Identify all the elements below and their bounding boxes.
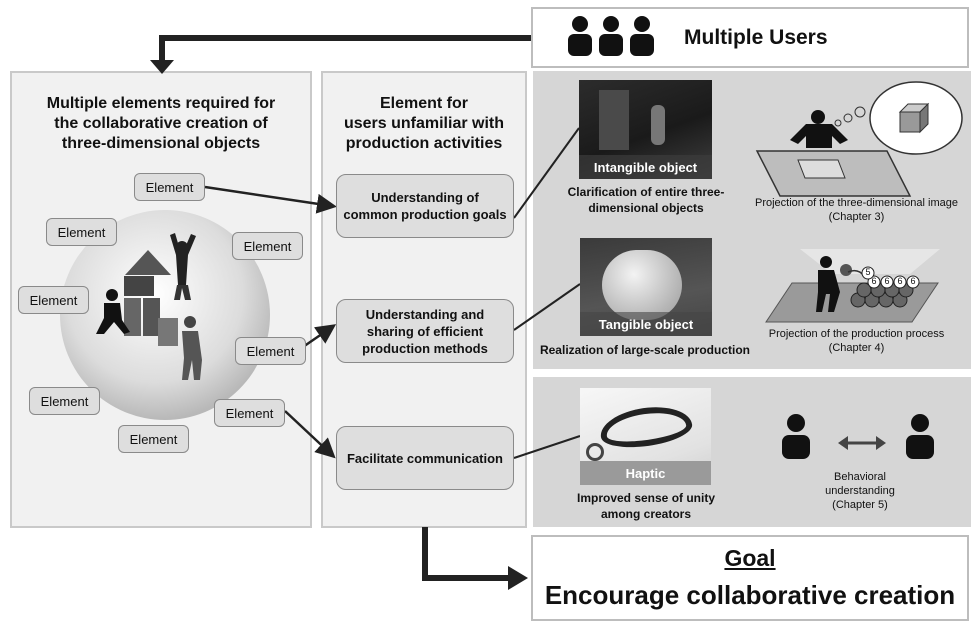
communication-box: Facilitate communication <box>336 426 514 490</box>
projection-3d-caption: Projection of the three-dimensional imag… <box>754 197 958 223</box>
tangible-object-photo: Tangible object <box>580 238 712 336</box>
element-label: Element <box>235 337 306 365</box>
goal-text: Encourage collaborative creation <box>544 580 956 610</box>
haptic-label: Haptic <box>580 461 711 485</box>
element-label: Element <box>232 232 303 260</box>
tangible-object-label: Tangible object <box>580 312 712 336</box>
ball-number: 5 <box>865 267 871 277</box>
ball-number: 6 <box>897 276 903 286</box>
goal-title: Goal <box>724 545 776 571</box>
goal-understanding-box: Understanding of common production goals <box>336 174 514 238</box>
element-label: Element <box>29 387 100 415</box>
ball-number: 6 <box>910 276 916 286</box>
left-panel-title: Multiple elements required for the colla… <box>46 95 276 152</box>
element-label: Element <box>118 425 189 453</box>
haptic-photo: Haptic <box>580 388 711 485</box>
behavioral-understanding-caption: Behavioral understanding (Chapter 5) <box>825 471 895 511</box>
ball-number: 6 <box>884 276 890 286</box>
production-methods-box: Understanding and sharing of efficient p… <box>336 299 514 363</box>
element-label: Element <box>214 399 285 427</box>
goal-box <box>531 535 969 621</box>
multiple-users-label: Multiple Users <box>684 26 828 49</box>
intangible-object-caption: Clarification of entire three- dimension… <box>567 185 725 215</box>
element-label: Element <box>46 218 117 246</box>
intangible-object-label: Intangible object <box>579 155 712 179</box>
middle-panel-title: Element for users unfamiliar with produc… <box>343 95 505 152</box>
element-label: Element <box>18 286 89 314</box>
intangible-object-photo: Intangible object <box>579 80 712 179</box>
projection-production-caption: Projection of the production process (Ch… <box>768 328 945 354</box>
haptic-caption: Improved sense of unity among creators <box>576 491 716 521</box>
tangible-object-caption: Realization of large-scale production <box>539 343 751 357</box>
element-label: Element <box>134 173 205 201</box>
ball-number: 6 <box>871 276 877 286</box>
